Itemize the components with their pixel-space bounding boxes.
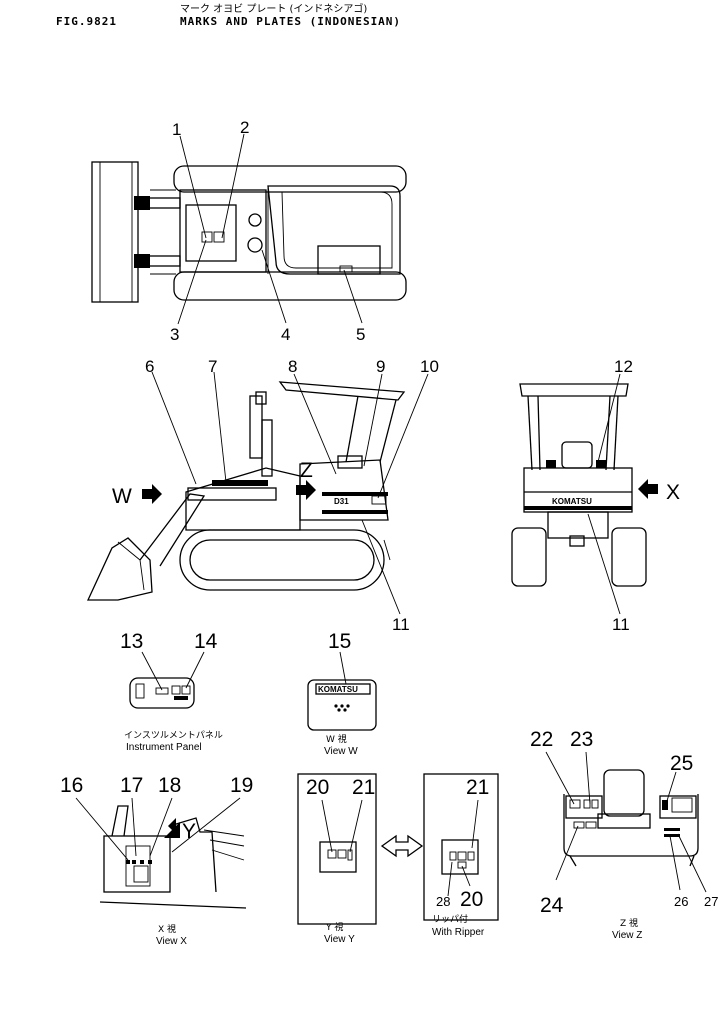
view-z-letter: Z bbox=[300, 459, 313, 482]
instrument-panel-drawing bbox=[129, 677, 195, 709]
callout-number: 24 bbox=[540, 894, 564, 917]
view-w-caption-jp: W 視 bbox=[326, 733, 347, 745]
callout-number: 5 bbox=[356, 325, 365, 344]
view-y-caption-jp: Y 視 bbox=[325, 921, 343, 933]
view-w-drawing bbox=[307, 679, 377, 731]
callout-number: 21 bbox=[466, 776, 489, 799]
callout-number: 1 bbox=[172, 120, 181, 139]
rear-view-drawing bbox=[511, 383, 647, 587]
side-view-drawing bbox=[86, 381, 406, 601]
view-z-caption-jp: Z 視 bbox=[620, 917, 638, 929]
page-title: MARKS AND PLATES (INDONESIAN) bbox=[180, 15, 401, 28]
instrument-panel-caption-en: Instrument Panel bbox=[126, 742, 202, 753]
view-w-letter: W bbox=[112, 485, 132, 508]
callout-number: 8 bbox=[288, 357, 297, 376]
callout-number: 9 bbox=[376, 357, 385, 376]
view-y-caption-en: View Y bbox=[324, 934, 355, 945]
callout-number: 16 bbox=[60, 774, 83, 797]
view-w-plate-brand: KOMATSU bbox=[318, 685, 358, 694]
callout-number: 14 bbox=[194, 630, 218, 653]
view-x-drawing bbox=[99, 805, 247, 909]
callout-number: 20 bbox=[306, 776, 329, 799]
callout-number: 11 bbox=[612, 615, 630, 634]
callout-number: 26 bbox=[674, 894, 688, 909]
view-y-letter: Y bbox=[182, 820, 196, 843]
view-x-letter: X bbox=[666, 481, 680, 504]
double-arrow-icon bbox=[380, 834, 424, 858]
view-z-caption-en: View Z bbox=[612, 930, 642, 941]
callout-number: 15 bbox=[328, 630, 351, 653]
callout-number: 28 bbox=[436, 894, 450, 909]
with-ripper-caption-en: With Ripper bbox=[432, 927, 485, 938]
view-arrow-icon bbox=[164, 818, 180, 838]
top-view-drawing bbox=[91, 161, 407, 303]
callout-number: 22 bbox=[530, 728, 553, 751]
callout-number: 21 bbox=[352, 776, 375, 799]
rear-brand-label: KOMATSU bbox=[552, 497, 592, 506]
callout-number: 11 bbox=[392, 615, 410, 634]
figure-number: FIG.9821 bbox=[56, 15, 117, 28]
view-arrow-icon bbox=[638, 479, 658, 499]
callout-number: 27 bbox=[704, 894, 718, 909]
with-ripper-drawing bbox=[423, 773, 499, 921]
callout-number: 19 bbox=[230, 774, 253, 797]
callout-number: 2 bbox=[240, 118, 249, 137]
with-ripper-caption-jp: リッパ付 bbox=[432, 914, 468, 925]
callout-number: 25 bbox=[670, 752, 693, 775]
view-x-caption-en: View X bbox=[156, 936, 187, 947]
callout-number: 4 bbox=[281, 325, 290, 344]
callout-number: 18 bbox=[158, 774, 181, 797]
view-x-caption-jp: X 視 bbox=[158, 923, 176, 935]
callout-labels: 1 2 3 4 5 6 7 8 9 10 11 11 12 13 14 15 1… bbox=[60, 118, 718, 917]
callout-number: 7 bbox=[208, 357, 217, 376]
view-z-drawing bbox=[563, 769, 699, 867]
model-label: D31 bbox=[334, 497, 349, 506]
callout-number: 10 bbox=[420, 357, 439, 376]
view-w-caption-en: View W bbox=[324, 746, 358, 757]
callout-number: 20 bbox=[460, 888, 483, 911]
callout-number: 17 bbox=[120, 774, 143, 797]
japanese-title: マーク オヨビ プレート (インドネシアゴ) bbox=[180, 2, 367, 15]
callout-number: 3 bbox=[170, 325, 179, 344]
instrument-panel-caption-jp: インスツルメントパネル bbox=[124, 730, 223, 741]
callout-number: 23 bbox=[570, 728, 593, 751]
view-arrow-icon bbox=[296, 480, 316, 500]
callout-number: 6 bbox=[145, 357, 154, 376]
view-arrow-icon bbox=[142, 484, 162, 504]
callout-number: 12 bbox=[614, 357, 633, 376]
plate-icon bbox=[315, 683, 371, 695]
callout-number: 13 bbox=[120, 630, 143, 653]
